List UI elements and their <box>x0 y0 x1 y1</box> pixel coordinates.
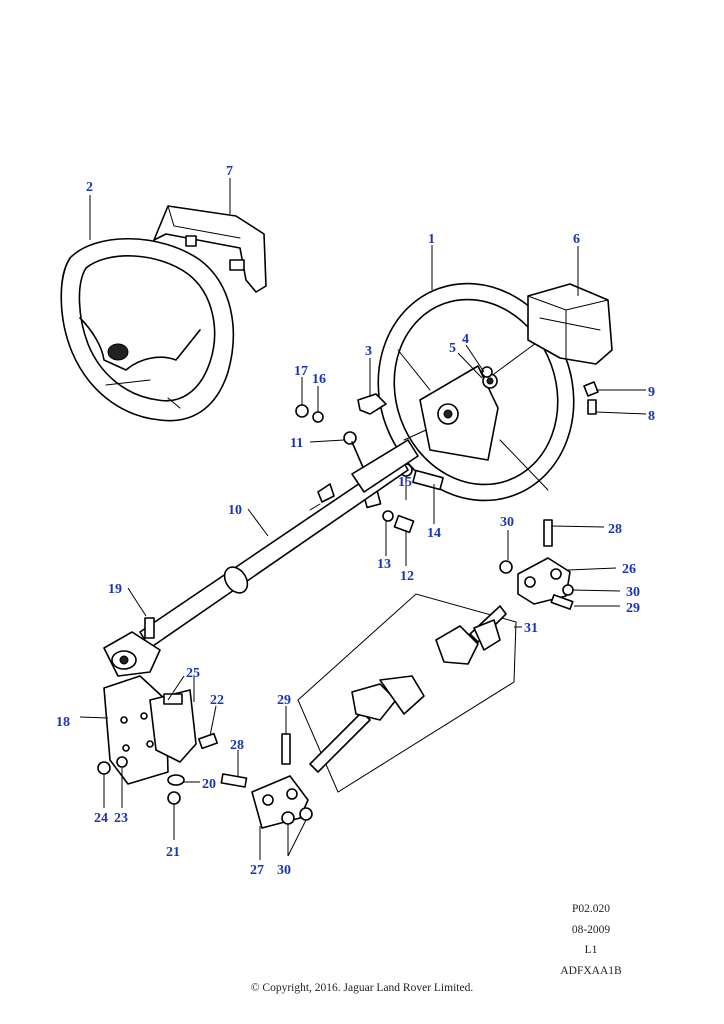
callout-4: 4 <box>462 332 469 347</box>
callout-28-upper: 28 <box>608 522 622 537</box>
callout-21: 21 <box>166 845 180 860</box>
callout-8: 8 <box>648 409 655 424</box>
callout-2: 2 <box>86 180 93 195</box>
washer-5 <box>481 366 493 378</box>
reference-code: ADFXAA1B <box>560 965 622 977</box>
bolt-29-upper <box>550 594 574 610</box>
callout-28-lower: 28 <box>230 738 244 753</box>
callout-16: 16 <box>312 372 326 387</box>
callout-25: 25 <box>186 666 200 681</box>
steering-wheel-2 <box>60 238 234 422</box>
bolt-29-lower <box>281 733 291 765</box>
nut-21 <box>167 791 181 805</box>
bolt-28-upper <box>543 519 553 547</box>
shroud-bracket-6 <box>527 283 613 365</box>
callout-12: 12 <box>400 569 414 584</box>
callout-20: 20 <box>202 777 216 792</box>
nut-30-upper-right <box>562 584 574 596</box>
callout-29-lower: 29 <box>277 693 291 708</box>
callout-15: 15 <box>398 475 412 490</box>
washer-23 <box>116 756 128 768</box>
callout-31: 31 <box>524 621 538 636</box>
steering-wheel-1 <box>377 282 575 502</box>
callout-23: 23 <box>114 811 128 826</box>
horn-pad-cover-7 <box>153 205 267 293</box>
reference-date: 08-2009 <box>571 924 611 936</box>
bracket-25 <box>149 689 197 763</box>
callout-30-upper-left: 30 <box>500 515 514 530</box>
leader-lines <box>79 178 647 860</box>
callout-18: 18 <box>56 715 70 730</box>
copyright-notice: © Copyright, 2016. Jaguar Land Rover Lim… <box>250 982 474 994</box>
callout-1: 1 <box>428 232 435 247</box>
reference-level: L1 <box>584 944 598 956</box>
universal-joint-26 <box>517 557 571 605</box>
callout-labels: 1 2 3 4 5 6 7 8 9 10 11 12 13 14 15 16 1… <box>56 164 655 878</box>
callout-9: 9 <box>648 385 655 400</box>
screw-8 <box>587 399 597 415</box>
bolt-14 <box>412 469 444 491</box>
callout-26: 26 <box>622 562 636 577</box>
callout-19: 19 <box>108 582 122 597</box>
callout-14: 14 <box>427 526 441 541</box>
callout-29-upper: 29 <box>626 601 640 616</box>
callout-10: 10 <box>228 503 242 518</box>
callout-5: 5 <box>449 341 456 356</box>
universal-joint-27 <box>251 775 309 829</box>
screw-9 <box>583 381 599 397</box>
callout-27: 27 <box>250 863 264 878</box>
steering-column-10 <box>139 439 419 649</box>
nut-24 <box>97 761 111 775</box>
callout-6: 6 <box>573 232 580 247</box>
callout-13: 13 <box>377 557 391 572</box>
nut-17 <box>295 404 309 418</box>
bolt-22 <box>197 732 219 750</box>
callout-30-upper-right: 30 <box>626 585 640 600</box>
callout-7: 7 <box>226 164 233 179</box>
washer-20 <box>167 774 185 786</box>
nut-16 <box>312 411 324 423</box>
reference-plate: P02.020 <box>571 903 611 915</box>
callout-22: 22 <box>210 693 224 708</box>
horn-contact-3 <box>357 393 387 415</box>
column-mount-lower <box>103 617 161 677</box>
callout-17: 17 <box>294 364 308 379</box>
intermediate-shaft-31 <box>297 593 517 793</box>
callout-30-lower: 30 <box>277 863 291 878</box>
washer-13 <box>382 510 394 522</box>
bolt-28-lower <box>220 773 248 788</box>
callout-11: 11 <box>290 436 303 451</box>
bolt-12 <box>393 514 415 534</box>
callout-24: 24 <box>94 811 108 826</box>
nut-30-upper-left <box>499 560 513 574</box>
callout-3: 3 <box>365 344 372 359</box>
